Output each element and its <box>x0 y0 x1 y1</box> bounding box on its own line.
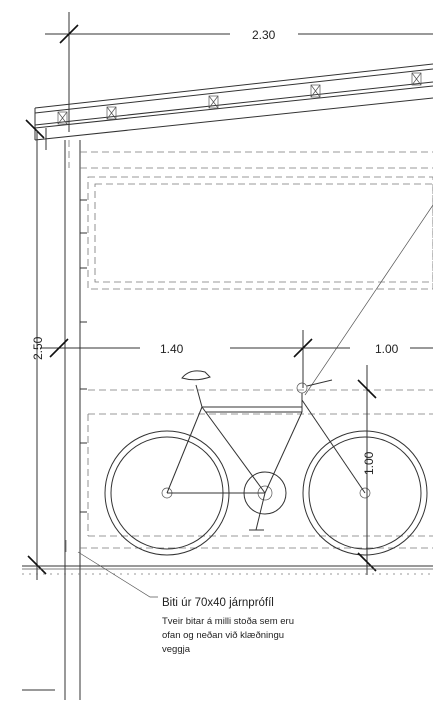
note-line-3: veggja <box>162 644 191 655</box>
beam-note: Biti úr 70x40 járnprófíl Tveir bitar á m… <box>162 597 294 655</box>
diagonal-brace <box>304 204 433 396</box>
bay-width-label: 1.00 <box>375 342 399 356</box>
ground-line <box>22 565 433 575</box>
note-title: Biti úr 70x40 járnprófíl <box>162 597 274 609</box>
post-offset-dimension: 1.40 1.00 <box>40 330 433 388</box>
note-leader-line <box>77 551 158 598</box>
wall-height-label: 2.50 <box>31 336 45 360</box>
wall-cladding-lower <box>80 389 433 549</box>
roof-width-label: 2.30 <box>252 28 276 42</box>
wheel-height-dimension: 1.00 <box>357 365 377 575</box>
note-line-2: ofan og neðan við klæðningu <box>162 630 284 641</box>
wheel-height-label: 1.00 <box>362 451 376 475</box>
wall-cladding-upper <box>80 151 433 290</box>
wall-height-dimension: 2.50 <box>27 130 47 580</box>
bicycle <box>104 370 428 556</box>
roof-purlins <box>57 72 422 125</box>
note-line-1: Tveir bitar á milli stoða sem eru <box>162 616 294 627</box>
roof-width-dimension: 2.30 <box>45 12 433 132</box>
post-offset-label: 1.40 <box>160 342 184 356</box>
post <box>22 140 87 700</box>
roof <box>25 63 433 150</box>
